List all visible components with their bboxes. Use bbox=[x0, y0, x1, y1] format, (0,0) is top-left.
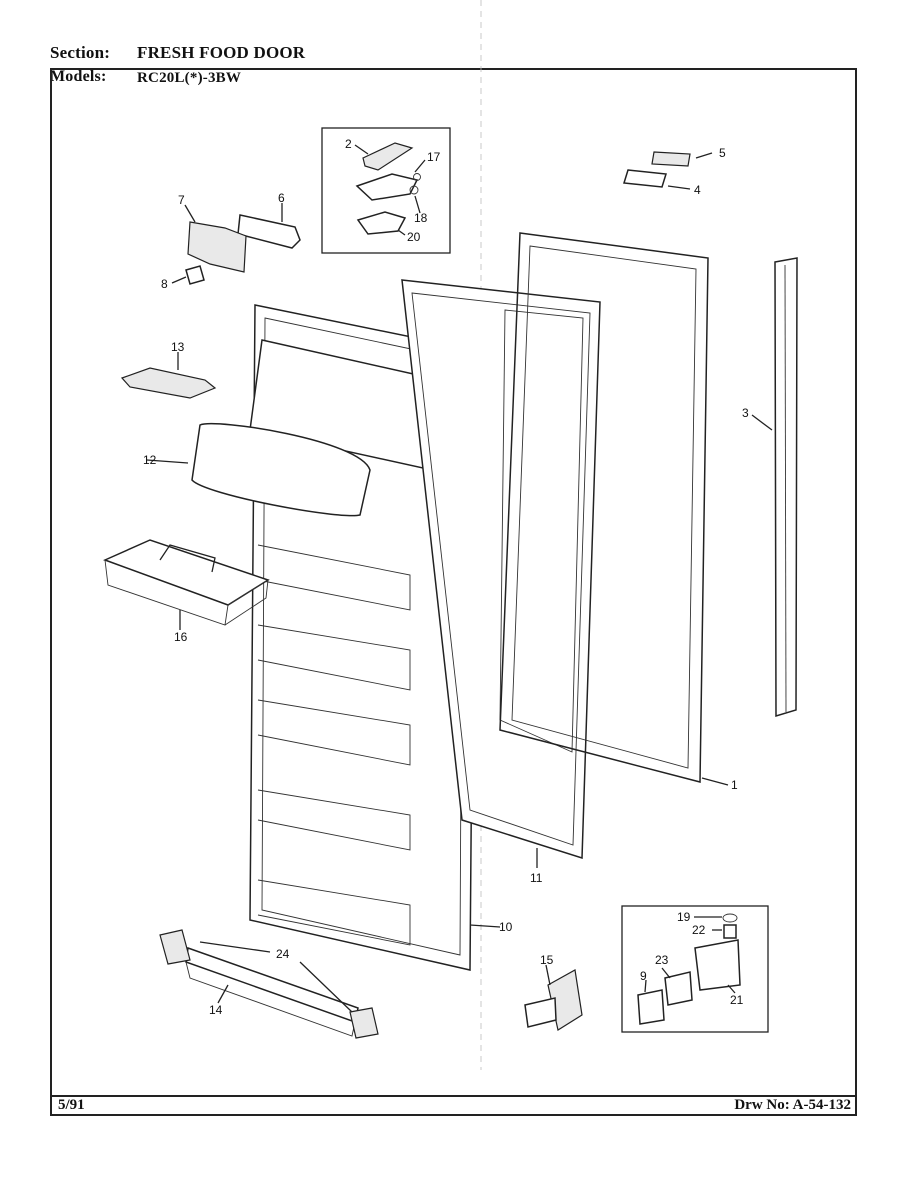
door-gasket-part bbox=[401, 279, 601, 868]
callout-7: 7 bbox=[178, 193, 185, 207]
callout-14: 14 bbox=[209, 1003, 223, 1017]
bushing-part bbox=[722, 913, 738, 923]
callout-24: 24 bbox=[276, 947, 290, 961]
screw-part bbox=[185, 265, 205, 285]
callout-2: 2 bbox=[345, 137, 352, 151]
egg-tray-part bbox=[103, 539, 270, 630]
handle-trim-strip-part bbox=[751, 257, 798, 718]
washer-part bbox=[409, 185, 419, 195]
hinge-shim-part bbox=[356, 211, 407, 235]
callout-10: 10 bbox=[499, 920, 513, 934]
footer-divider bbox=[50, 1095, 857, 1097]
hinge-plate-part bbox=[355, 173, 419, 201]
dairy-compartment-part bbox=[146, 339, 441, 517]
callout-23: 23 bbox=[655, 953, 669, 967]
callout-labels: 1 2 3 4 5 6 7 8 9 10 11 12 13 14 15 16 1… bbox=[143, 137, 749, 1017]
door-stop-parts bbox=[171, 203, 301, 285]
door-stop-part bbox=[237, 214, 301, 249]
shelf-retainer-part bbox=[120, 352, 217, 399]
callout-21: 21 bbox=[730, 993, 744, 1007]
models-label: Models: bbox=[50, 68, 107, 85]
section-title: FRESH FOOD DOOR bbox=[137, 43, 306, 62]
hinge-detail-inset bbox=[321, 127, 451, 254]
door-closer-part bbox=[524, 964, 583, 1031]
callout-13: 13 bbox=[171, 340, 185, 354]
dairy-door-part bbox=[191, 422, 371, 517]
callout-20: 20 bbox=[407, 230, 421, 244]
section-label: Section: bbox=[50, 43, 111, 62]
egg-tray-handle bbox=[159, 544, 216, 573]
hinge-pin-part bbox=[413, 173, 421, 181]
handle-trim-parts bbox=[623, 151, 713, 190]
callout-8: 8 bbox=[161, 277, 168, 291]
callout-17: 17 bbox=[427, 150, 441, 164]
pin-part bbox=[723, 924, 737, 939]
callout-5: 5 bbox=[719, 146, 726, 160]
callout-12: 12 bbox=[143, 453, 157, 467]
callout-19: 19 bbox=[677, 910, 691, 924]
callout-9: 9 bbox=[640, 969, 647, 983]
trim-bezel-part bbox=[623, 169, 667, 188]
callout-6: 6 bbox=[278, 191, 285, 205]
callout-1: 1 bbox=[731, 778, 738, 792]
callout-4: 4 bbox=[694, 183, 701, 197]
outer-door-panel-part bbox=[499, 232, 729, 786]
drawing-frame bbox=[50, 68, 857, 1116]
trim-insert-part bbox=[651, 151, 691, 167]
hinge-cover-part bbox=[362, 142, 414, 171]
callout-3: 3 bbox=[742, 406, 749, 420]
models-value: RC20L(*)-3BW bbox=[137, 70, 242, 86]
bushing-right-part bbox=[349, 1007, 379, 1039]
callout-11: 11 bbox=[530, 871, 543, 885]
callout-18: 18 bbox=[414, 211, 428, 225]
revision-date: 5/91 bbox=[58, 1097, 85, 1113]
cam-bracket-part bbox=[187, 221, 247, 273]
bottom-hinge-inset bbox=[621, 905, 769, 1033]
hinge-bracket-part bbox=[694, 939, 741, 991]
callout-16: 16 bbox=[174, 630, 188, 644]
drawing-number: Drw No: A-54-132 bbox=[734, 1097, 851, 1113]
bottom-hinge-part bbox=[637, 989, 665, 1025]
spacer-part bbox=[664, 971, 693, 1006]
bushing-left-part bbox=[159, 929, 191, 965]
callout-15: 15 bbox=[540, 953, 554, 967]
bottom-trim-part bbox=[159, 929, 379, 1039]
callout-22: 22 bbox=[692, 923, 706, 937]
